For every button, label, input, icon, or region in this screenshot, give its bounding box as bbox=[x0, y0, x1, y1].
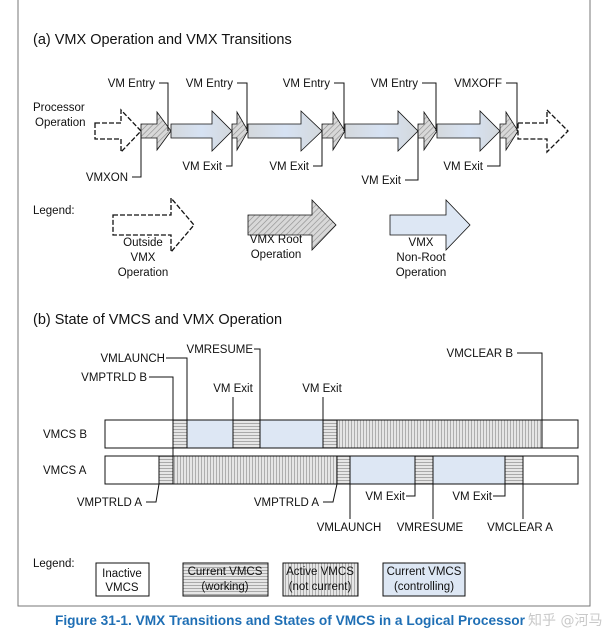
legend-outside-vmx-arrow bbox=[112, 196, 195, 254]
vmcs-a-bar bbox=[104, 455, 579, 485]
figure-frame bbox=[17, 0, 591, 607]
transition-arrows bbox=[94, 108, 569, 154]
legend-active-not-current: (not current) bbox=[289, 581, 352, 593]
legend-active-not-current-swatch bbox=[282, 562, 359, 597]
label-vm-exit: VM Exit bbox=[182, 161, 222, 173]
outside-vmx-arrow bbox=[517, 108, 569, 154]
vmx-root-arrow bbox=[417, 110, 438, 152]
legend-vmx-root: VMX Root bbox=[250, 234, 303, 246]
legend-vmx-non-root: Non-Root bbox=[396, 252, 446, 264]
label-vmptrld-b: VMPTRLD B bbox=[81, 372, 147, 384]
label-vmlaunch: VMLAUNCH bbox=[317, 522, 382, 534]
legend-current-controlling: Current VMCS bbox=[387, 566, 462, 578]
legend-outside-vmx: Operation bbox=[118, 267, 169, 279]
legend-a-text: Outside VMX Operation VMX Root Operation… bbox=[118, 234, 447, 279]
label-vmxoff: VMXOFF bbox=[454, 78, 502, 90]
vmx-non-root-arrow bbox=[247, 110, 323, 152]
label-vm-entry: VM Entry bbox=[371, 78, 419, 90]
label-vm-exit: VM Exit bbox=[443, 161, 483, 173]
legend-inactive-swatch bbox=[95, 562, 150, 597]
legend-vmx-root: Operation bbox=[251, 249, 302, 261]
legend-active-not-current: Active VMCS bbox=[286, 566, 354, 578]
legend-inactive: Inactive bbox=[102, 568, 142, 580]
outside-vmx-arrow bbox=[94, 108, 142, 154]
vmcs-labels-below: VMPTRLD A VMPTRLD A VM Exit VM Exit VMLA… bbox=[77, 483, 553, 534]
label-vm-exit: VM Exit bbox=[269, 161, 309, 173]
vmx-root-arrow bbox=[231, 110, 249, 152]
processor-label-1: Processor bbox=[33, 102, 85, 114]
label-vmptrld-a: VMPTRLD A bbox=[77, 497, 143, 509]
legend-outside-vmx: VMX bbox=[131, 252, 156, 264]
legend-current-working-swatch bbox=[182, 562, 269, 597]
label-vmptrld-a: VMPTRLD A bbox=[254, 497, 320, 509]
vmcs-b-bar bbox=[104, 419, 579, 449]
section-a-title: (a) VMX Operation and VMX Transitions bbox=[33, 32, 292, 48]
segment-dividers bbox=[158, 420, 543, 484]
legend-vmx-root-arrow bbox=[247, 199, 337, 251]
legend-a-arrows bbox=[112, 196, 471, 254]
processor-label-2: Operation bbox=[35, 117, 86, 129]
legend-b-boxes: Inactive VMCS Current VMCS (working) Act… bbox=[95, 562, 466, 597]
row-label-vmcs-a: VMCS A bbox=[43, 465, 87, 477]
label-vm-exit: VM Exit bbox=[365, 491, 405, 503]
label-vmxon: VMXON bbox=[86, 172, 128, 184]
label-vm-exit: VM Exit bbox=[213, 383, 253, 395]
top-transition-labels: VM Entry VM Entry VM Entry VM Entry VMXO… bbox=[108, 78, 518, 131]
vmx-root-arrow bbox=[321, 110, 346, 152]
legend-vmx-non-root-arrow bbox=[389, 199, 471, 251]
watermark: 知乎 @河马 bbox=[528, 612, 602, 629]
label-vmresume: VMRESUME bbox=[187, 344, 254, 356]
legend-a-label: Legend: bbox=[33, 205, 75, 217]
legend-current-working: Current VMCS bbox=[188, 566, 263, 578]
legend-current-controlling-swatch bbox=[382, 562, 466, 597]
label-vm-entry: VM Entry bbox=[108, 78, 156, 90]
vmx-root-arrow bbox=[499, 110, 519, 152]
vmx-non-root-arrow bbox=[436, 110, 501, 152]
label-vm-exit: VM Exit bbox=[302, 383, 342, 395]
legend-inactive: VMCS bbox=[105, 582, 139, 594]
vmx-root-arrow bbox=[140, 110, 172, 152]
legend-current-controlling: (controlling) bbox=[394, 581, 454, 593]
vmx-non-root-arrow bbox=[170, 110, 233, 152]
vmx-non-root-arrow bbox=[344, 110, 419, 152]
label-vm-exit: VM Exit bbox=[361, 175, 401, 187]
label-vmclear-b: VMCLEAR B bbox=[447, 348, 514, 360]
label-vmlaunch: VMLAUNCH bbox=[100, 353, 165, 365]
label-vmresume: VMRESUME bbox=[397, 522, 464, 534]
legend-outside-vmx: Outside bbox=[123, 237, 163, 249]
figure-caption: Figure 31-1. VMX Transitions and States … bbox=[55, 613, 526, 628]
label-vm-exit: VM Exit bbox=[452, 491, 492, 503]
legend-b-label: Legend: bbox=[33, 558, 75, 570]
label-vm-entry: VM Entry bbox=[186, 78, 234, 90]
section-b-title: (b) State of VMCS and VMX Operation bbox=[33, 312, 282, 328]
row-label-vmcs-b: VMCS B bbox=[43, 429, 87, 441]
label-vmclear-a: VMCLEAR A bbox=[487, 522, 553, 534]
legend-current-working: (working) bbox=[201, 581, 248, 593]
vmcs-labels-above: VMLAUNCH VMRESUME VMPTRLD B VM Exit VM E… bbox=[81, 344, 543, 420]
bottom-transition-labels: VMXON VM Exit VM Exit VM Exit VM Exit bbox=[86, 131, 501, 187]
legend-vmx-non-root: VMX bbox=[409, 237, 434, 249]
legend-vmx-non-root: Operation bbox=[396, 267, 447, 279]
label-vm-entry: VM Entry bbox=[283, 78, 331, 90]
